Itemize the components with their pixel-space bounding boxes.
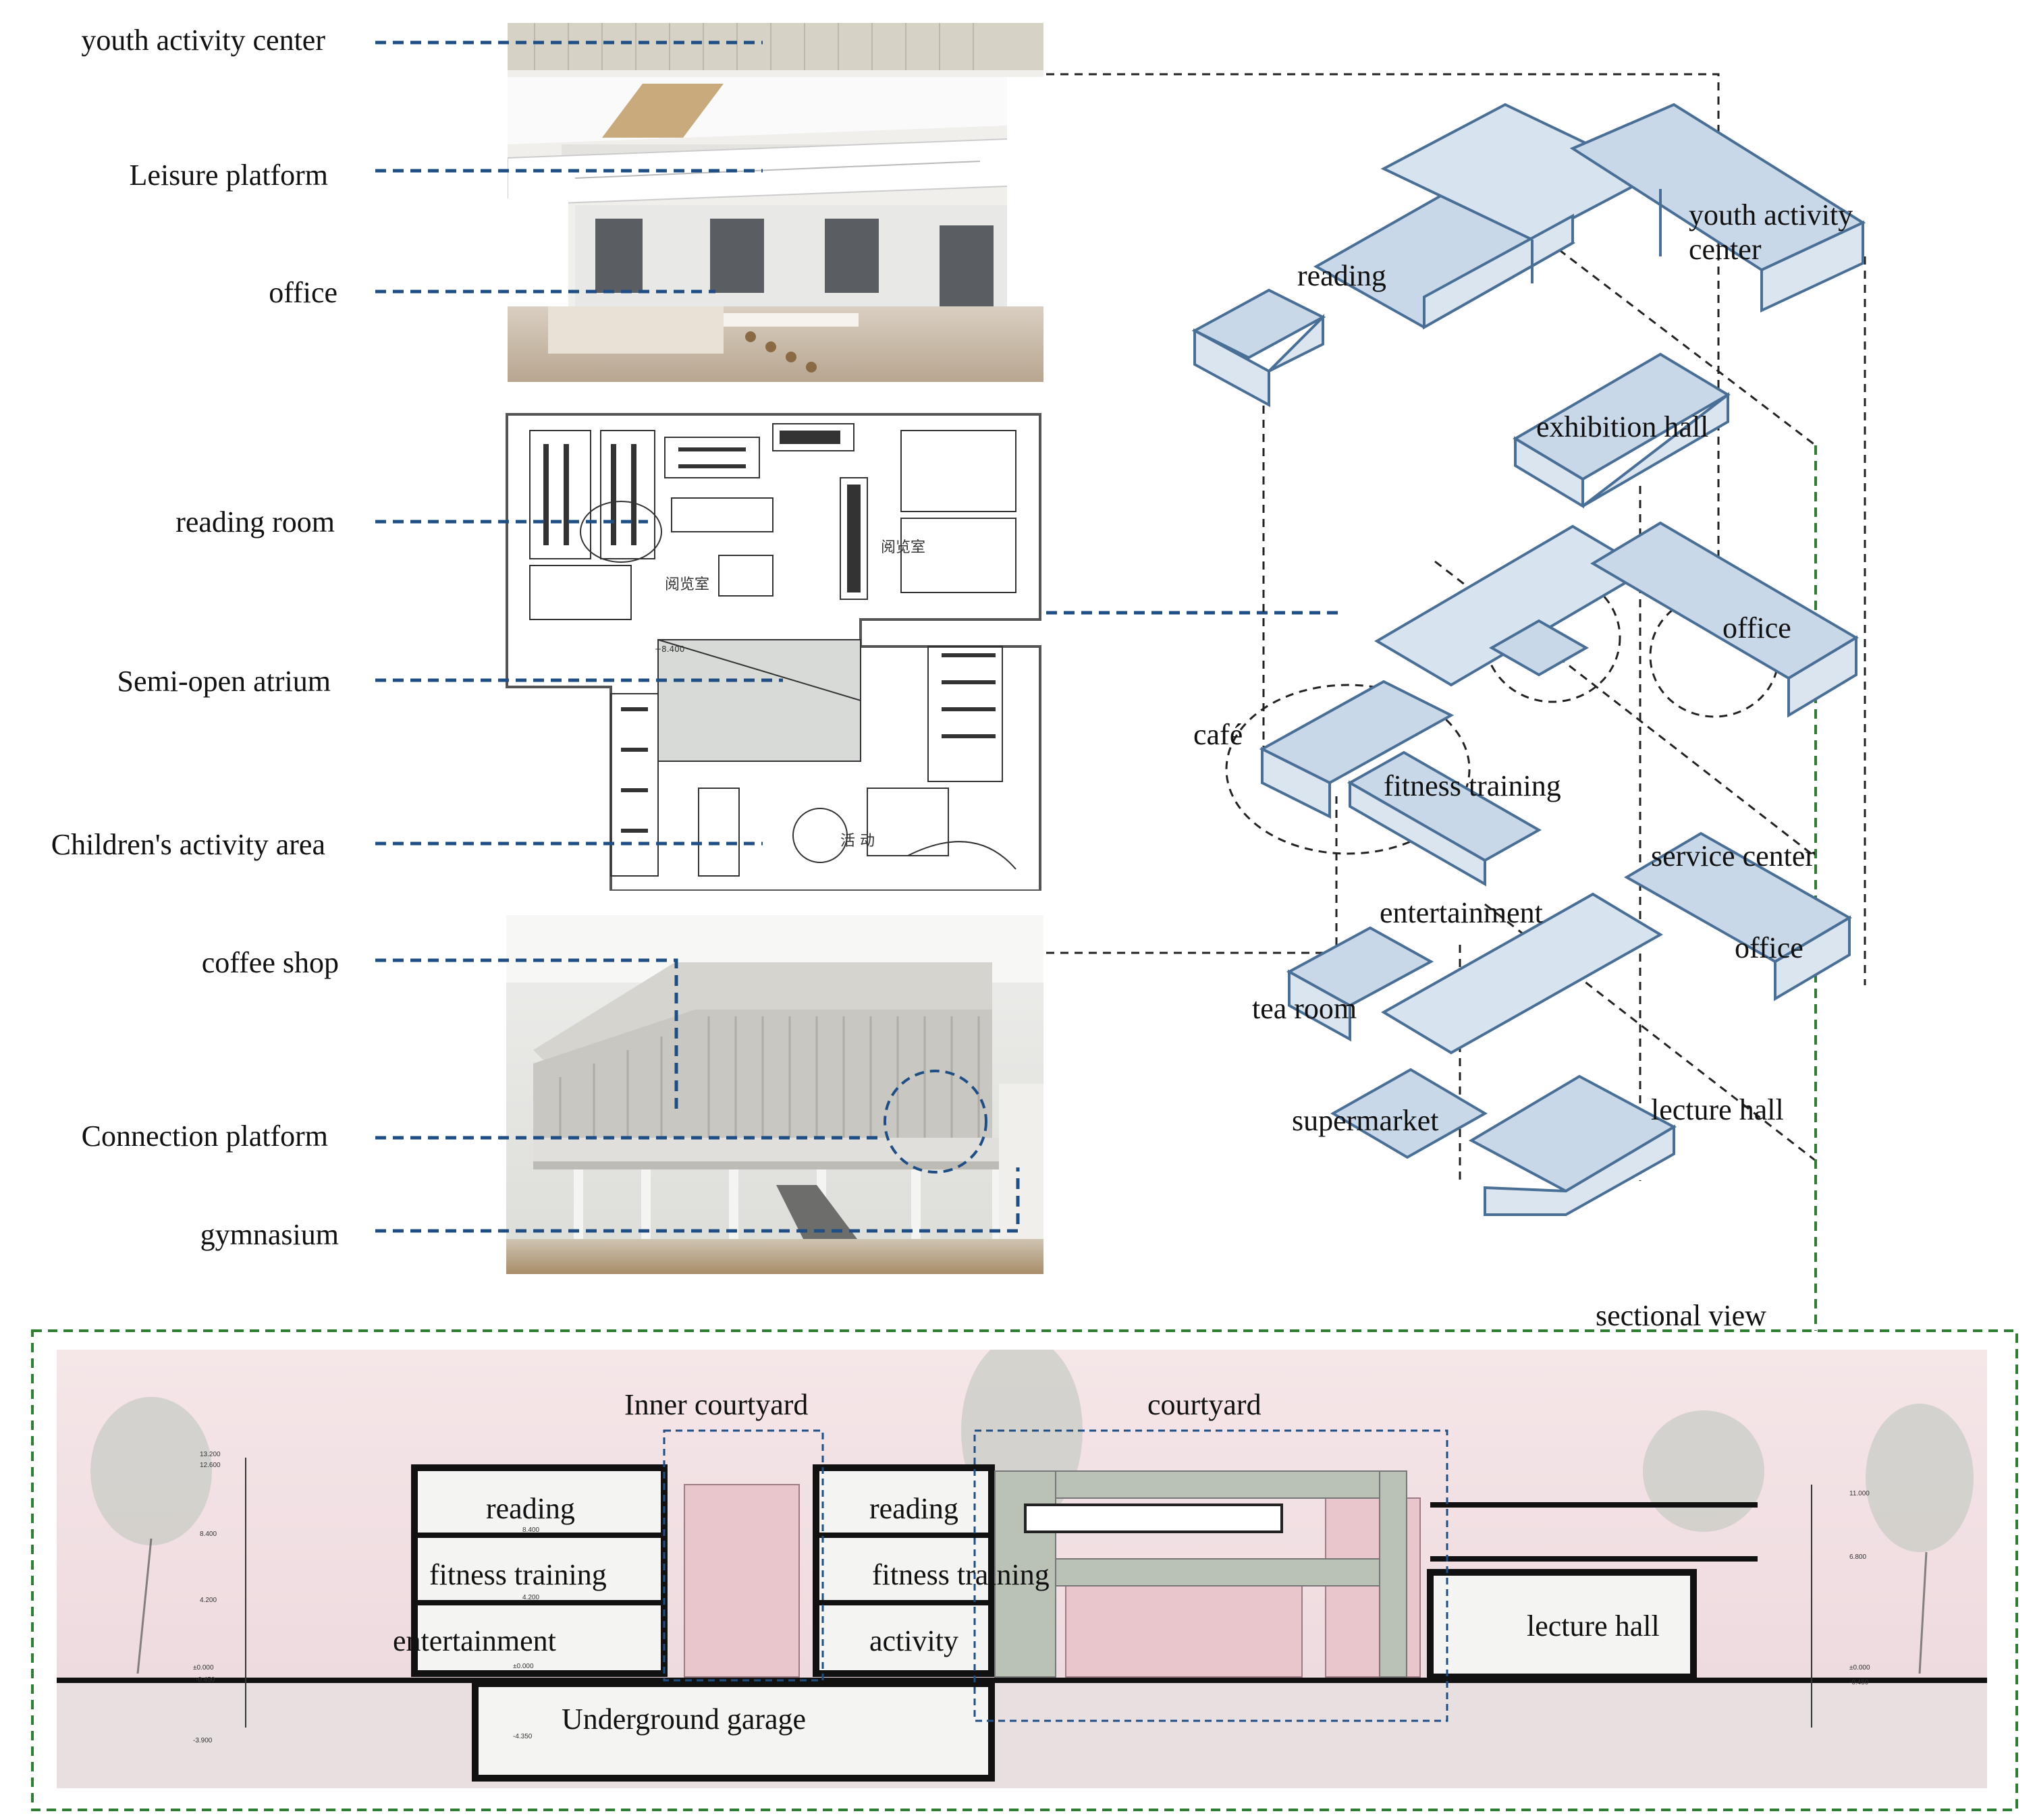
dim-inline-0: 8.400 <box>522 1526 540 1534</box>
dim-left-3: 4.200 <box>200 1597 217 1604</box>
label-connection-platform: Connection platform <box>81 1120 328 1153</box>
section-label-inner-courtyard: Inner courtyard <box>624 1388 809 1421</box>
section-title: sectional view <box>1596 1299 1766 1332</box>
label-coffee-shop: coffee shop <box>201 946 339 979</box>
label-semi-open-atrium: Semi-open atrium <box>117 665 331 698</box>
label-youth-activity-center: youth activity center <box>81 24 325 57</box>
atrium-interior-render <box>508 23 1043 382</box>
dim-left-2: 8.400 <box>200 1531 217 1538</box>
iso-label-cafe: café <box>1193 718 1243 751</box>
exterior-render <box>506 915 1043 1274</box>
iso-label-office-middle: office <box>1722 611 1791 644</box>
section-room-underground-garage: Underground garage <box>562 1703 807 1736</box>
section-room-reading-left: reading <box>486 1492 575 1525</box>
section-drawing <box>57 1350 1987 1788</box>
iso-label-entertainment: entertainment <box>1380 896 1543 929</box>
iso-label-reading: reading <box>1297 259 1386 292</box>
iso-label-service-center: service center <box>1651 839 1816 873</box>
dim-left-0: 13.200 <box>200 1451 221 1458</box>
plan-elevation-mark: +8.400 <box>655 644 684 654</box>
floor-plan-drawing: 阅览室 阅览室 活 动 +8.400 <box>503 410 1046 891</box>
exterior-render-drawing <box>506 915 1043 1274</box>
iso-layer-middle <box>1259 521 1859 887</box>
label-childrens-activity-area: Children's activity area <box>51 828 325 861</box>
dim-inline-2: ±0.000 <box>513 1663 534 1670</box>
connection-platform-marker <box>884 1070 987 1174</box>
dim-left-4: ±0.000 <box>193 1664 214 1672</box>
section-room-entertainment-left: entertainment <box>393 1624 556 1657</box>
iso-label-supermarket: supermarket <box>1292 1104 1439 1137</box>
plan-room-label-activity: 活 动 <box>840 833 875 850</box>
dim-left-5: -0.450 <box>196 1676 215 1684</box>
plan-room-label-reading-2: 阅览室 <box>881 539 925 556</box>
dim-left-1: 12.600 <box>200 1462 221 1469</box>
dim-inline-3: -4.350 <box>513 1733 533 1740</box>
label-leisure-platform: Leisure platform <box>129 159 328 192</box>
dim-inline-1: 4.200 <box>522 1594 540 1601</box>
dim-right-2: ±0.000 <box>1849 1664 1870 1672</box>
dim-right-1: 6.800 <box>1849 1553 1867 1561</box>
leader-lines <box>375 40 1343 1233</box>
iso-label-tea-room: tea room <box>1252 992 1357 1025</box>
section-room-activity: activity <box>869 1624 958 1657</box>
iso-layer-top <box>1191 103 1866 408</box>
iso-label-lecture-hall: lecture hall <box>1651 1093 1784 1126</box>
label-reading-room: reading room <box>175 505 335 539</box>
label-gymnasium: gymnasium <box>200 1218 339 1251</box>
atrium-render-drawing <box>508 23 1043 382</box>
dim-right-3: -0.450 <box>1849 1679 1869 1686</box>
label-office: office <box>269 276 337 309</box>
iso-label-youth-activity-center: youth activity center <box>1689 198 1853 266</box>
floor-plan: 阅览室 阅览室 活 动 +8.400 <box>503 410 1046 891</box>
section-room-fitness-left: fitness training <box>429 1558 607 1591</box>
plan-room-label-reading-1: 阅览室 <box>665 576 709 593</box>
iso-label-office-bottom: office <box>1735 931 1803 964</box>
iso-layer-exhibition <box>1513 352 1731 509</box>
iso-label-exhibition-hall: exhibition hall <box>1536 410 1709 443</box>
dim-right-0: 11.000 <box>1849 1490 1870 1497</box>
section-room-reading-right: reading <box>869 1492 958 1525</box>
section-link <box>31 445 2018 1811</box>
section-room-fitness-right: fitness training <box>872 1558 1050 1591</box>
iso-layer-bottom <box>1286 831 1852 1216</box>
section-drawing-svg <box>57 1350 1987 1788</box>
iso-label-fitness-training: fitness training <box>1384 769 1561 802</box>
section-room-lecture-hall: lecture hall <box>1527 1609 1660 1643</box>
dim-left-6: -3.900 <box>193 1737 213 1744</box>
section-label-courtyard: courtyard <box>1147 1388 1261 1421</box>
